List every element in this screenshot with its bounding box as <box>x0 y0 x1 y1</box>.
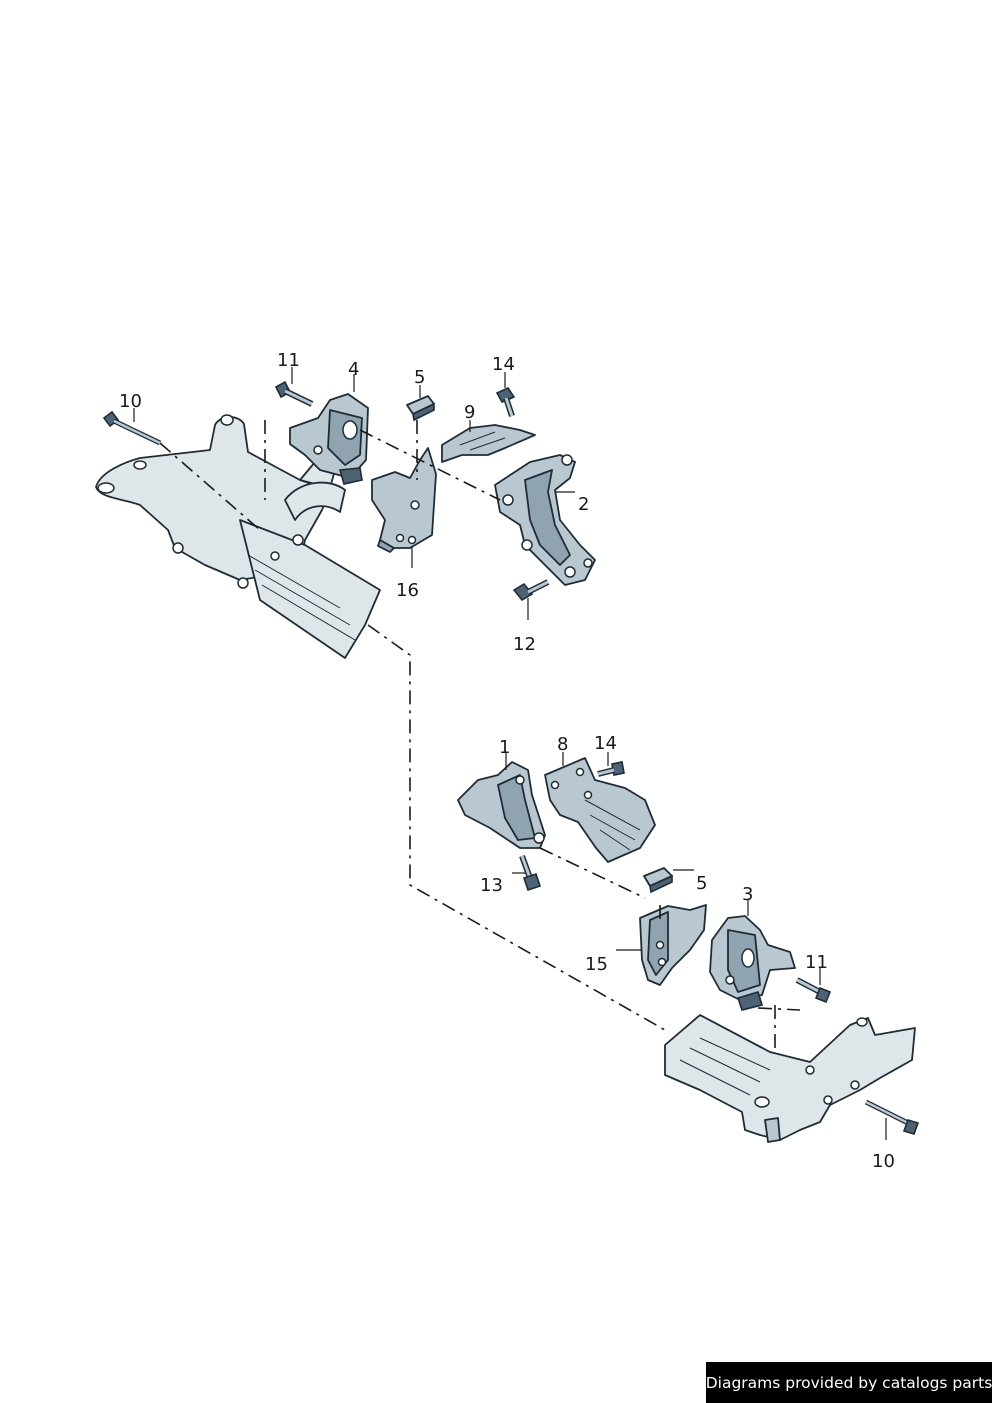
callout-bottom-3: 3 <box>742 884 753 905</box>
bottom-bolt-14 <box>597 761 625 777</box>
callout-bottom-14: 14 <box>594 733 617 754</box>
top-bracket-16 <box>371 447 437 553</box>
callout-top-5: 5 <box>414 367 425 388</box>
top-engine-mount-4 <box>289 393 369 485</box>
top-heat-shield-9 <box>441 424 536 463</box>
top-bolt-10 <box>102 410 162 446</box>
bottom-engine-mount-3 <box>709 915 796 1011</box>
bottom-subframe <box>664 1014 916 1143</box>
top-subframe-assembly <box>95 380 596 659</box>
credit-text: Diagrams provided by catalogs parts <box>705 1373 992 1392</box>
bottom-bracket-15 <box>639 904 707 986</box>
leader-lines <box>133 367 887 1140</box>
top-bolt-11 <box>274 380 314 407</box>
credit-banner: Diagrams provided by catalogs parts <box>706 1362 992 1403</box>
callout-top-14: 14 <box>492 354 515 375</box>
callout-bottom-10: 10 <box>872 1151 895 1172</box>
bottom-heat-shield-8 <box>544 757 656 863</box>
bottom-assembly-line-a <box>539 847 801 1050</box>
top-support-bracket-2 <box>494 454 596 586</box>
callout-bottom-8: 8 <box>557 734 568 755</box>
bottom-bolt-13 <box>519 854 542 892</box>
callout-top-10: 10 <box>119 391 142 412</box>
callout-bottom-15: 15 <box>585 954 608 975</box>
callout-top-16: 16 <box>396 580 419 601</box>
callout-bottom-13: 13 <box>480 875 503 896</box>
callout-top-2: 2 <box>578 494 589 515</box>
top-cap-5 <box>406 395 435 422</box>
connecting-dash-line <box>367 624 666 1031</box>
bottom-subframe-assembly <box>457 757 920 1143</box>
top-bolt-12 <box>512 579 550 602</box>
callout-bottom-11: 11 <box>805 952 828 973</box>
callout-labels: 11 4 5 14 10 9 2 16 12 1 8 14 13 5 3 15 … <box>119 350 895 1172</box>
bottom-cap-5 <box>643 867 673 894</box>
bottom-bracket-1 <box>457 761 546 849</box>
top-assembly-line-a <box>159 420 501 531</box>
callout-bottom-5: 5 <box>696 873 707 894</box>
callout-bottom-1: 1 <box>499 737 510 758</box>
bottom-bolt-11 <box>795 977 832 1004</box>
callout-top-9: 9 <box>464 402 475 423</box>
callout-top-11: 11 <box>277 350 300 371</box>
top-subframe <box>95 414 381 659</box>
callout-top-4: 4 <box>348 359 359 380</box>
top-bolt-14 <box>495 386 516 417</box>
bottom-bolt-10 <box>864 1099 920 1135</box>
callout-top-12: 12 <box>513 634 536 655</box>
